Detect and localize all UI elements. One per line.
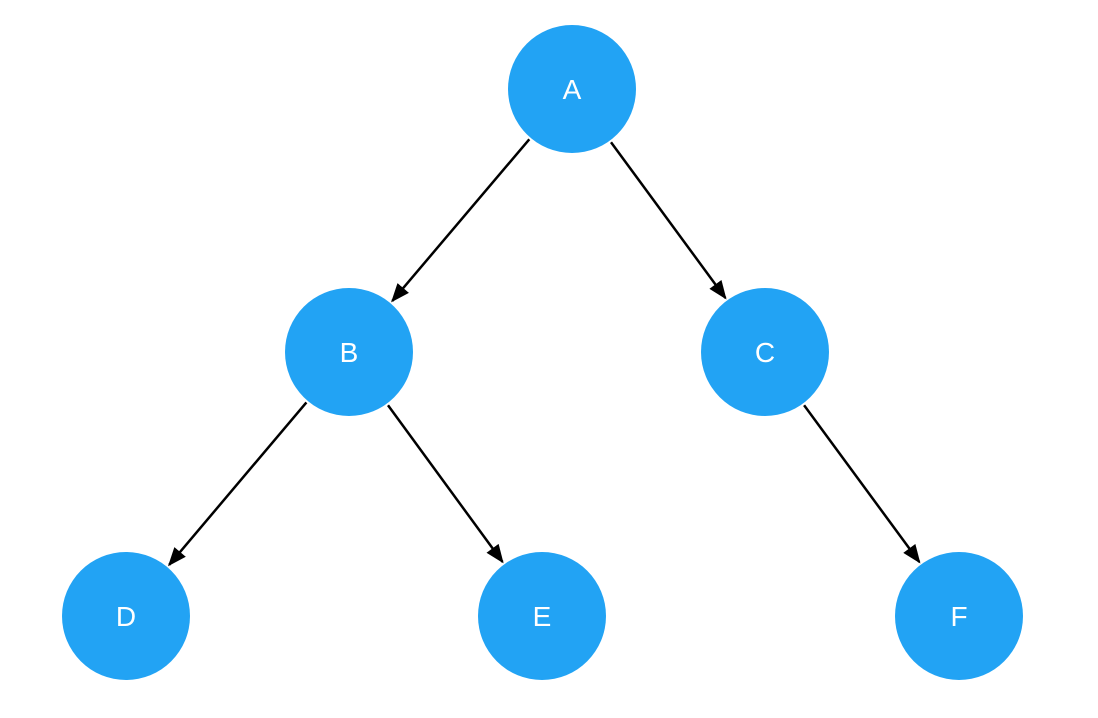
node-f-circle [895, 552, 1023, 680]
node-d-circle [62, 552, 190, 680]
node-f: F [895, 552, 1023, 680]
node-a-circle [508, 25, 636, 153]
node-b-circle [285, 288, 413, 416]
edge-b-d [167, 401, 308, 567]
node-c-circle [701, 288, 829, 416]
nodes-layer: A B C D E F [62, 25, 1023, 680]
edge-a-b [391, 138, 531, 303]
node-a: A [508, 25, 636, 153]
edge-c-f [803, 404, 921, 564]
edge-b-e [386, 404, 504, 564]
node-d: D [62, 552, 190, 680]
node-e: E [478, 552, 606, 680]
node-e-circle [478, 552, 606, 680]
edges-layer [167, 138, 921, 567]
node-b: B [285, 288, 413, 416]
node-c: C [701, 288, 829, 416]
edge-a-c [609, 141, 727, 300]
